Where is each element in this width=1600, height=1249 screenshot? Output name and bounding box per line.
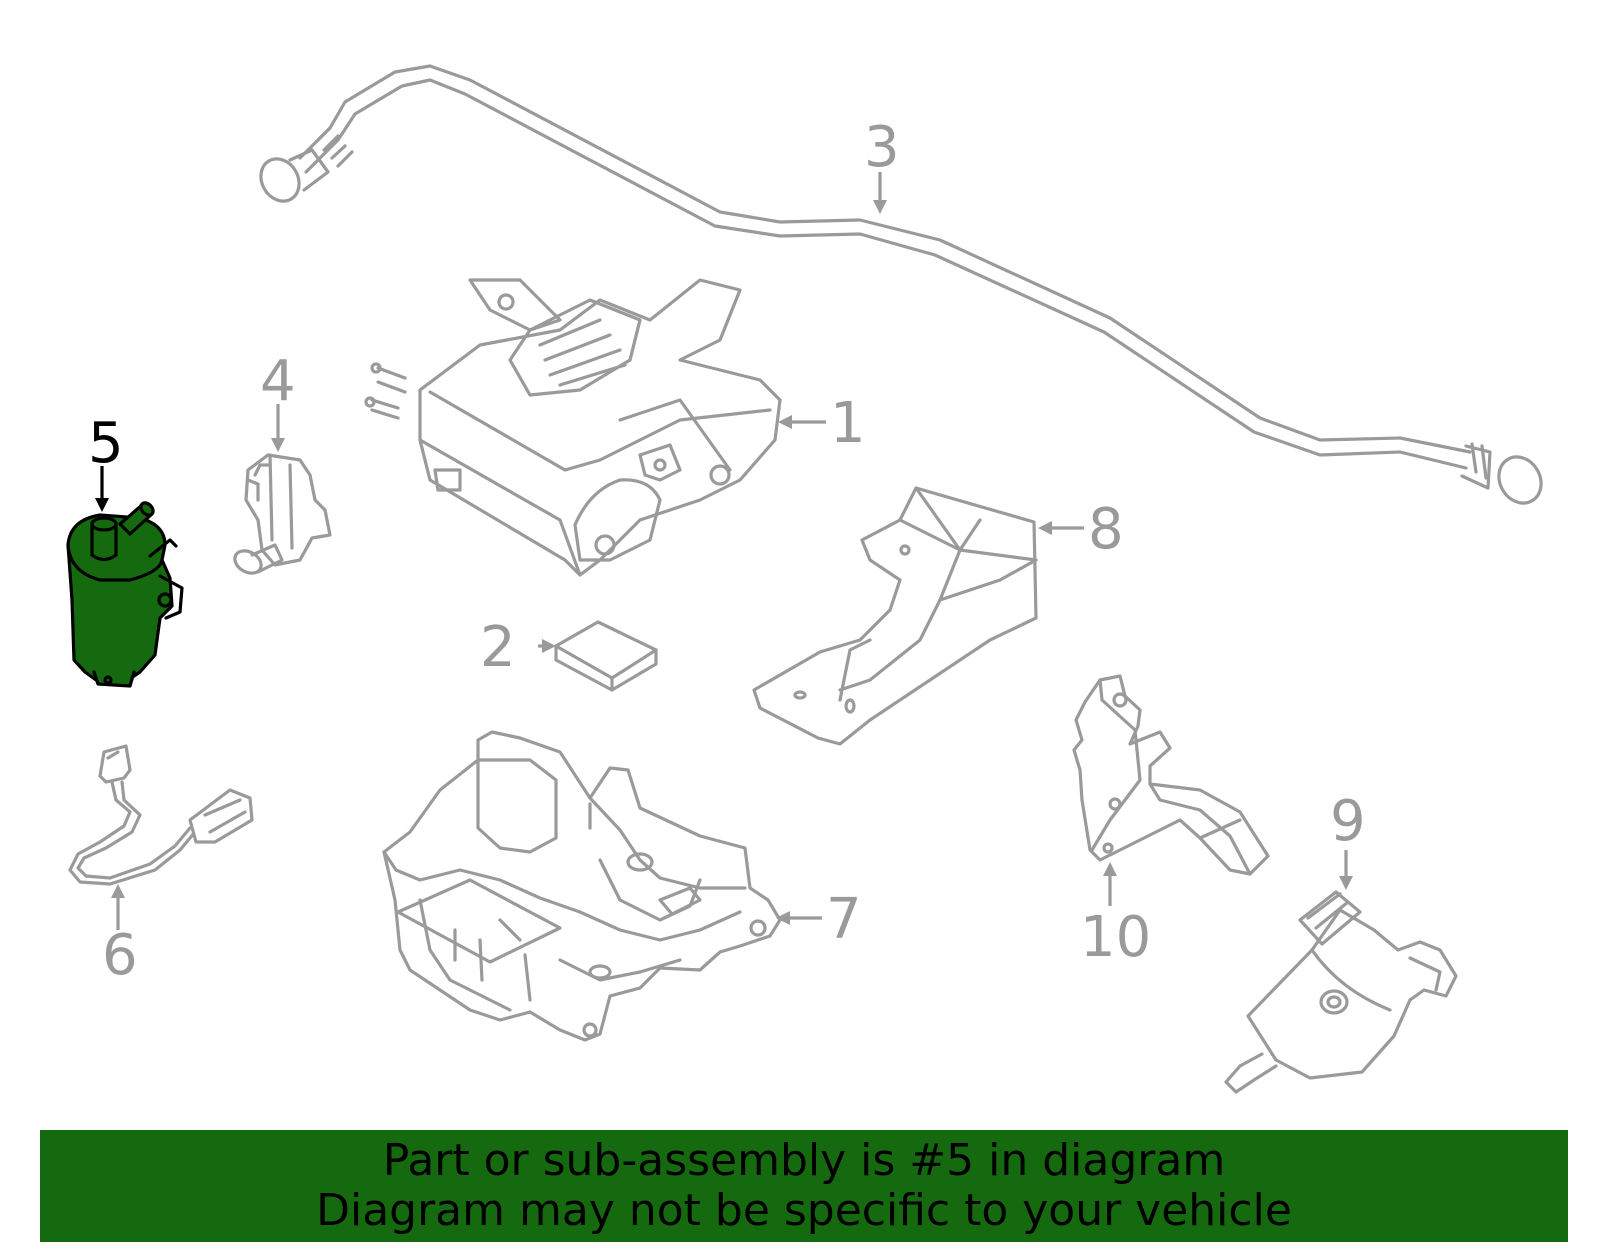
callout-7: 7 (776, 887, 862, 952)
svg-text:2: 2 (480, 615, 516, 680)
part-9-leak-pump[interactable] (1224, 890, 1458, 1094)
part-8-heat-shield[interactable] (752, 486, 1038, 746)
callout-4: 4 (260, 349, 296, 452)
part-3-hose-end-left (259, 126, 354, 203)
svg-text:7: 7 (826, 887, 862, 952)
callout-9: 9 (1330, 789, 1366, 890)
svg-text:10: 10 (1080, 905, 1151, 970)
part-5-vacuum-pump[interactable] (66, 501, 184, 688)
banner-line-disclaimer: Diagram may not be specific to your vehi… (316, 1185, 1292, 1236)
callout-10: 10 (1080, 862, 1151, 970)
callout-5: 5 (88, 411, 124, 512)
part-3-vapor-hose[interactable] (253, 64, 1549, 511)
part-2-filter-pad[interactable] (554, 620, 658, 692)
callout-1: 1 (778, 391, 866, 456)
parts-diagram: 1 2 3 4 5 6 7 8 9 10 (66, 64, 1549, 1094)
part-7-canister-tray[interactable] (382, 730, 782, 1042)
svg-text:6: 6 (102, 923, 138, 988)
svg-text:8: 8 (1088, 497, 1124, 562)
part-10-bracket[interactable] (1072, 674, 1270, 876)
banner-line-part-number: Part or sub-assembly is #5 in diagram (382, 1135, 1226, 1186)
callout-8: 8 (1038, 497, 1124, 562)
svg-text:5: 5 (88, 411, 124, 476)
part-1-canister[interactable] (364, 278, 782, 577)
svg-text:1: 1 (830, 391, 866, 456)
callout-2: 2 (480, 615, 556, 680)
svg-text:9: 9 (1330, 789, 1366, 854)
svg-text:3: 3 (864, 115, 900, 180)
callout-6: 6 (102, 884, 138, 988)
part-3-hose-end-right (1460, 442, 1543, 505)
svg-text:4: 4 (260, 349, 296, 414)
part-6-wiring-harness[interactable] (68, 744, 254, 886)
part-4-purge-valve[interactable] (231, 453, 332, 578)
callout-3: 3 (864, 115, 900, 214)
info-banner: Part or sub-assembly is #5 in diagram Di… (40, 1130, 1568, 1242)
